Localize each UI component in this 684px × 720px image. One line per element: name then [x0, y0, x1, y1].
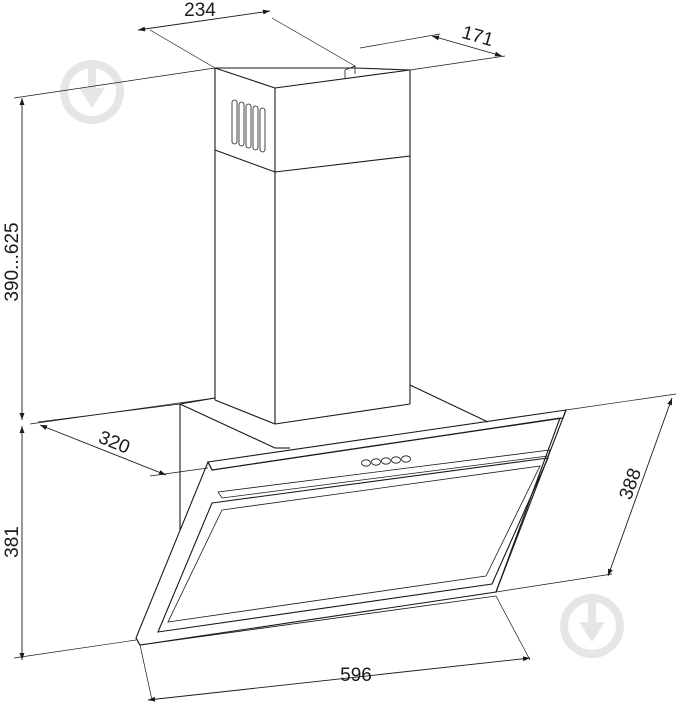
- dim-hood-width: 596: [340, 665, 372, 686]
- watermark-logo-icon: [60, 60, 124, 124]
- dimension-lines: [19, 9, 673, 702]
- dim-chimney-height: 390...625: [2, 222, 23, 301]
- chimney-upper: [214, 65, 411, 173]
- control-buttons: [361, 455, 411, 467]
- dim-hood-height: 381: [2, 526, 23, 558]
- vent-slots: [231, 99, 266, 153]
- watermark-logo-icon: [560, 594, 624, 658]
- dim-panel-length: 388: [616, 466, 647, 503]
- dim-hood-depth: 320: [95, 427, 132, 458]
- chimney-lower: [214, 150, 411, 425]
- dim-chimney-depth: 171: [459, 22, 495, 51]
- dim-chimney-width: 234: [184, 0, 216, 21]
- extension-lines: [13, 17, 677, 701]
